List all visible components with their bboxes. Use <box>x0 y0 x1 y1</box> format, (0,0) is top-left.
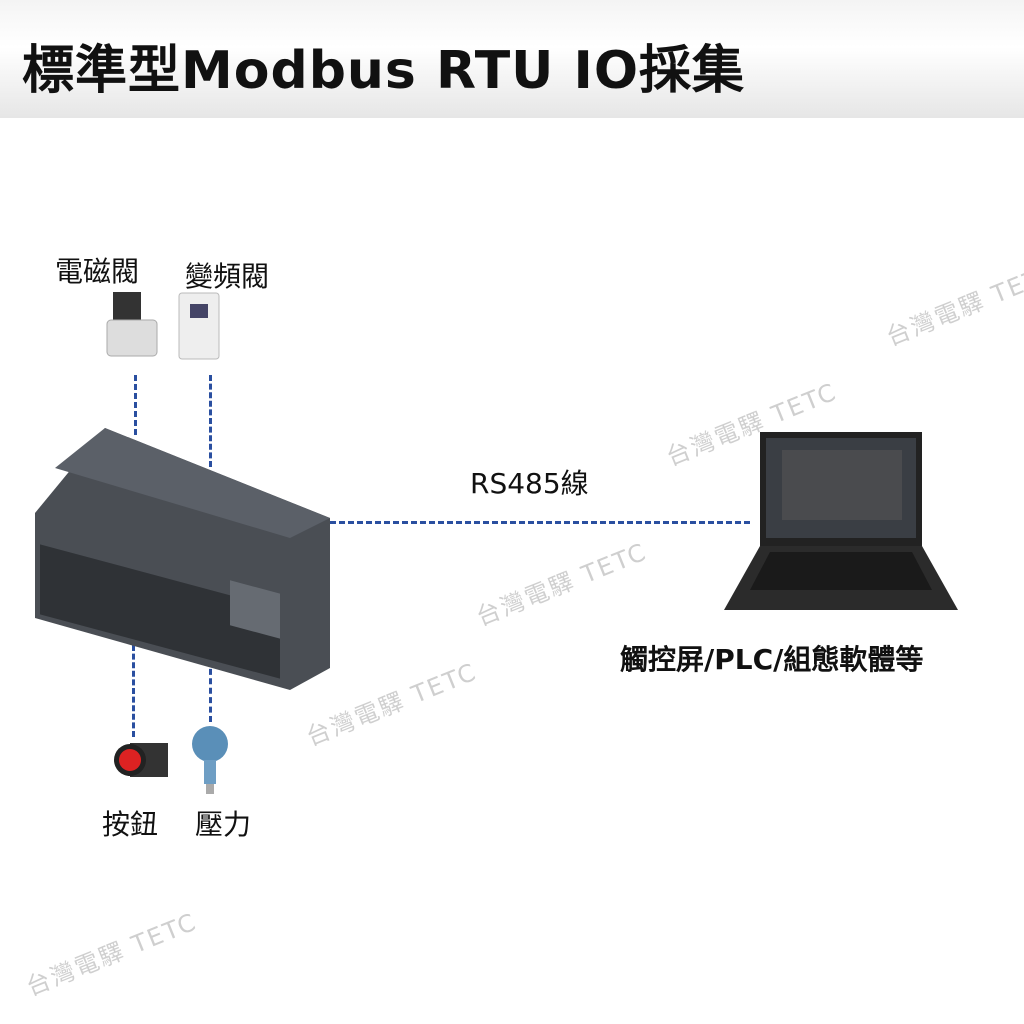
laptop-icon <box>724 432 958 610</box>
watermark: 台灣電驛 TETC <box>22 907 201 1002</box>
header-band: 標準型Modbus RTU IO採集 <box>0 0 1024 118</box>
io-module-device <box>35 428 330 690</box>
inverter-valve-label: 變頻閥 <box>185 260 270 293</box>
host-label: 觸控屏/PLC/組態軟體等 <box>620 643 924 676</box>
dashed-line <box>132 645 135 737</box>
dashed-line <box>134 375 137 435</box>
page-title: 標準型Modbus RTU IO採集 <box>22 41 746 101</box>
dashed-line <box>209 650 212 722</box>
watermark: 台灣電驛 TETC <box>472 537 651 632</box>
rs485-dashed-line <box>330 521 750 524</box>
rs485-label: RS485線 <box>470 467 589 500</box>
solenoid-valve-label: 電磁閥 <box>55 255 140 288</box>
solenoid-valve-icon <box>106 292 158 357</box>
button-label: 按鈕 <box>102 808 159 841</box>
watermark: 台灣電驛 TETC <box>882 257 1024 352</box>
push-button-icon <box>114 743 168 777</box>
pressure-label: 壓力 <box>195 808 252 841</box>
dashed-line <box>209 375 212 467</box>
inverter-icon <box>178 292 220 360</box>
pressure-sensor-icon <box>192 726 228 794</box>
